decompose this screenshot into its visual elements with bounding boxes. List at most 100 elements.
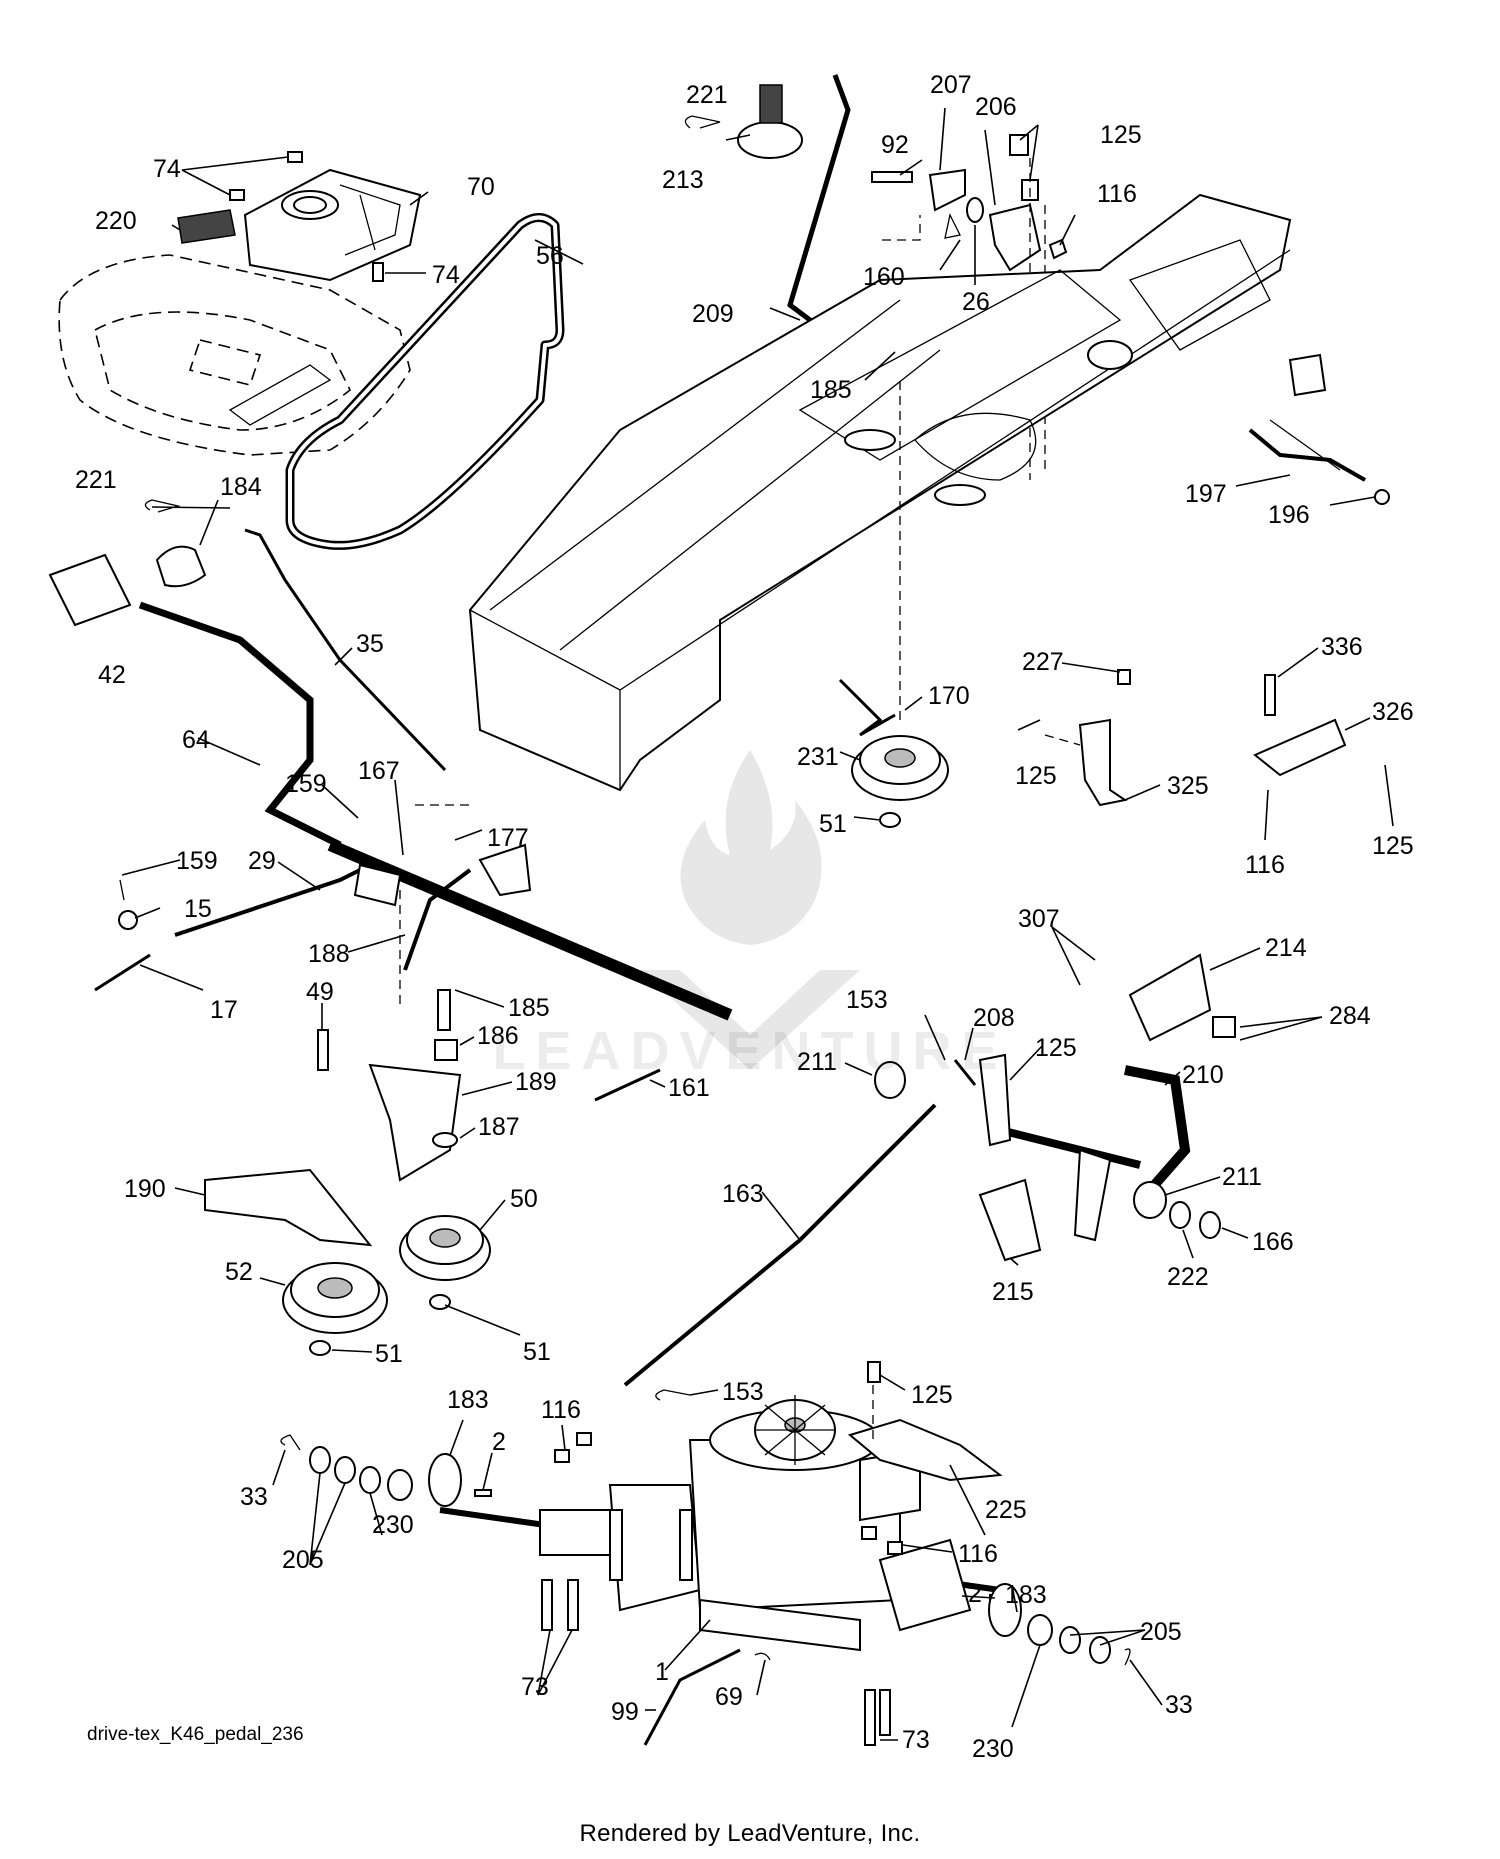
lift-rod-209 — [787, 74, 851, 337]
callout-221: 221 — [686, 81, 728, 109]
bracket-177 — [478, 843, 532, 897]
dash-panel — [243, 168, 422, 282]
leadventure-watermark-logo — [640, 750, 860, 1070]
guard-190 — [204, 1168, 373, 1247]
callout-2: 2 — [492, 1428, 506, 1456]
callout-50: 50 — [510, 1185, 538, 1213]
callout-220: 220 — [95, 207, 137, 235]
callout-116: 116 — [1245, 851, 1285, 879]
callout-160: 160 — [863, 263, 905, 291]
bushing-211-b — [1133, 1181, 1167, 1219]
callout-208: 208 — [973, 1004, 1015, 1032]
callout-116: 116 — [541, 1396, 581, 1424]
hood-outline — [58, 254, 411, 456]
callout-183: 183 — [447, 1386, 489, 1414]
clip-184 — [155, 545, 207, 588]
pedal-210 — [1124, 1065, 1191, 1194]
fan-guard-225 — [847, 1418, 1003, 1482]
callout-33: 33 — [1165, 1691, 1193, 1719]
hub-183 — [428, 1453, 462, 1507]
callout-197: 197 — [1185, 480, 1227, 508]
washer-15 — [118, 910, 138, 930]
pedal-lever — [1073, 1148, 1112, 1242]
drive-belt — [285, 213, 565, 550]
callout-74: 74 — [432, 261, 460, 289]
washers-left — [280, 1434, 413, 1501]
cable-35 — [244, 528, 447, 772]
callout-116: 116 — [958, 1540, 998, 1568]
callout-213: 213 — [662, 166, 704, 194]
dashed-guides-top — [882, 158, 1046, 480]
washer-222 — [1169, 1201, 1191, 1229]
nut-51 — [879, 812, 901, 828]
callout-214: 214 — [1265, 934, 1307, 962]
callout-159: 159 — [285, 770, 327, 798]
rendered-by-footer: Rendered by LeadVenture, Inc. — [579, 1820, 921, 1847]
callout-185: 185 — [508, 994, 550, 1022]
callout-51: 51 — [523, 1338, 551, 1366]
callout-52: 52 — [225, 1258, 253, 1286]
pin-159 — [119, 879, 125, 901]
callout-186: 186 — [477, 1022, 519, 1050]
clip-69 — [754, 1652, 771, 1661]
callout-177: 177 — [487, 824, 529, 852]
watermark-text: LEADVENTURE — [492, 1021, 1008, 1081]
decal-220 — [177, 209, 236, 244]
callout-2: 2 — [968, 1580, 982, 1608]
bolt-185 — [437, 989, 451, 1031]
callout-163: 163 — [722, 1180, 764, 1208]
callout-210: 210 — [1182, 1061, 1224, 1089]
callout-70: 70 — [467, 173, 495, 201]
callout-336: 336 — [1321, 633, 1363, 661]
callout-187: 187 — [478, 1113, 520, 1141]
spring-161 — [594, 1068, 661, 1102]
callout-15: 15 — [184, 895, 212, 923]
callout-325: 325 — [1167, 772, 1209, 800]
bracket-325 — [1078, 718, 1128, 807]
callout-153: 153 — [722, 1378, 764, 1406]
bolt-227 — [1117, 669, 1131, 685]
idler-bracket-189 — [368, 1063, 462, 1182]
callout-227: 227 — [1022, 648, 1064, 676]
callout-26: 26 — [962, 288, 990, 316]
pedal-shaft — [999, 1126, 1141, 1169]
callout-185: 185 — [810, 376, 852, 404]
callout-35: 35 — [356, 630, 384, 658]
callout-153: 153 — [846, 986, 888, 1014]
callout-92: 92 — [881, 131, 909, 159]
callout-51: 51 — [375, 1340, 403, 1368]
washer-187 — [432, 1132, 458, 1148]
callout-326: 326 — [1372, 698, 1414, 726]
callout-51: 51 — [819, 810, 847, 838]
callout-1: 1 — [655, 1658, 669, 1686]
callout-221: 221 — [75, 466, 117, 494]
callout-184: 184 — [220, 473, 262, 501]
callout-125: 125 — [1015, 762, 1057, 790]
callout-189: 189 — [515, 1068, 557, 1096]
callout-230: 230 — [972, 1735, 1014, 1763]
callout-64: 64 — [182, 726, 210, 754]
callout-56: 56 — [536, 242, 564, 270]
clip-166 — [1199, 1211, 1221, 1239]
callout-69: 69 — [715, 1683, 743, 1711]
callout-labels: 221 213 209 207 206 125 92 116 160 26 74… — [75, 71, 1414, 1763]
callout-159: 159 — [176, 847, 218, 875]
diagram-caption: drive-tex_K46_pedal_236 — [87, 1724, 304, 1745]
callout-215: 215 — [992, 1278, 1034, 1306]
callout-99: 99 — [611, 1698, 639, 1726]
dashed-guide-right — [1044, 734, 1081, 746]
pedal-pad-214 — [1128, 953, 1212, 1042]
grip-42 — [48, 553, 132, 627]
pedal-215 — [978, 1178, 1042, 1262]
callout-49: 49 — [306, 978, 334, 1006]
callout-222: 222 — [1167, 1263, 1209, 1291]
callout-170: 170 — [928, 682, 970, 710]
idler-arm-170 — [838, 678, 896, 737]
clip-284 — [1212, 1016, 1236, 1038]
callout-196: 196 — [1268, 501, 1310, 529]
bolt-49 — [317, 1029, 329, 1071]
rod-188 — [403, 868, 472, 971]
callout-207: 207 — [930, 71, 972, 99]
hairpin-221-b — [144, 499, 181, 513]
